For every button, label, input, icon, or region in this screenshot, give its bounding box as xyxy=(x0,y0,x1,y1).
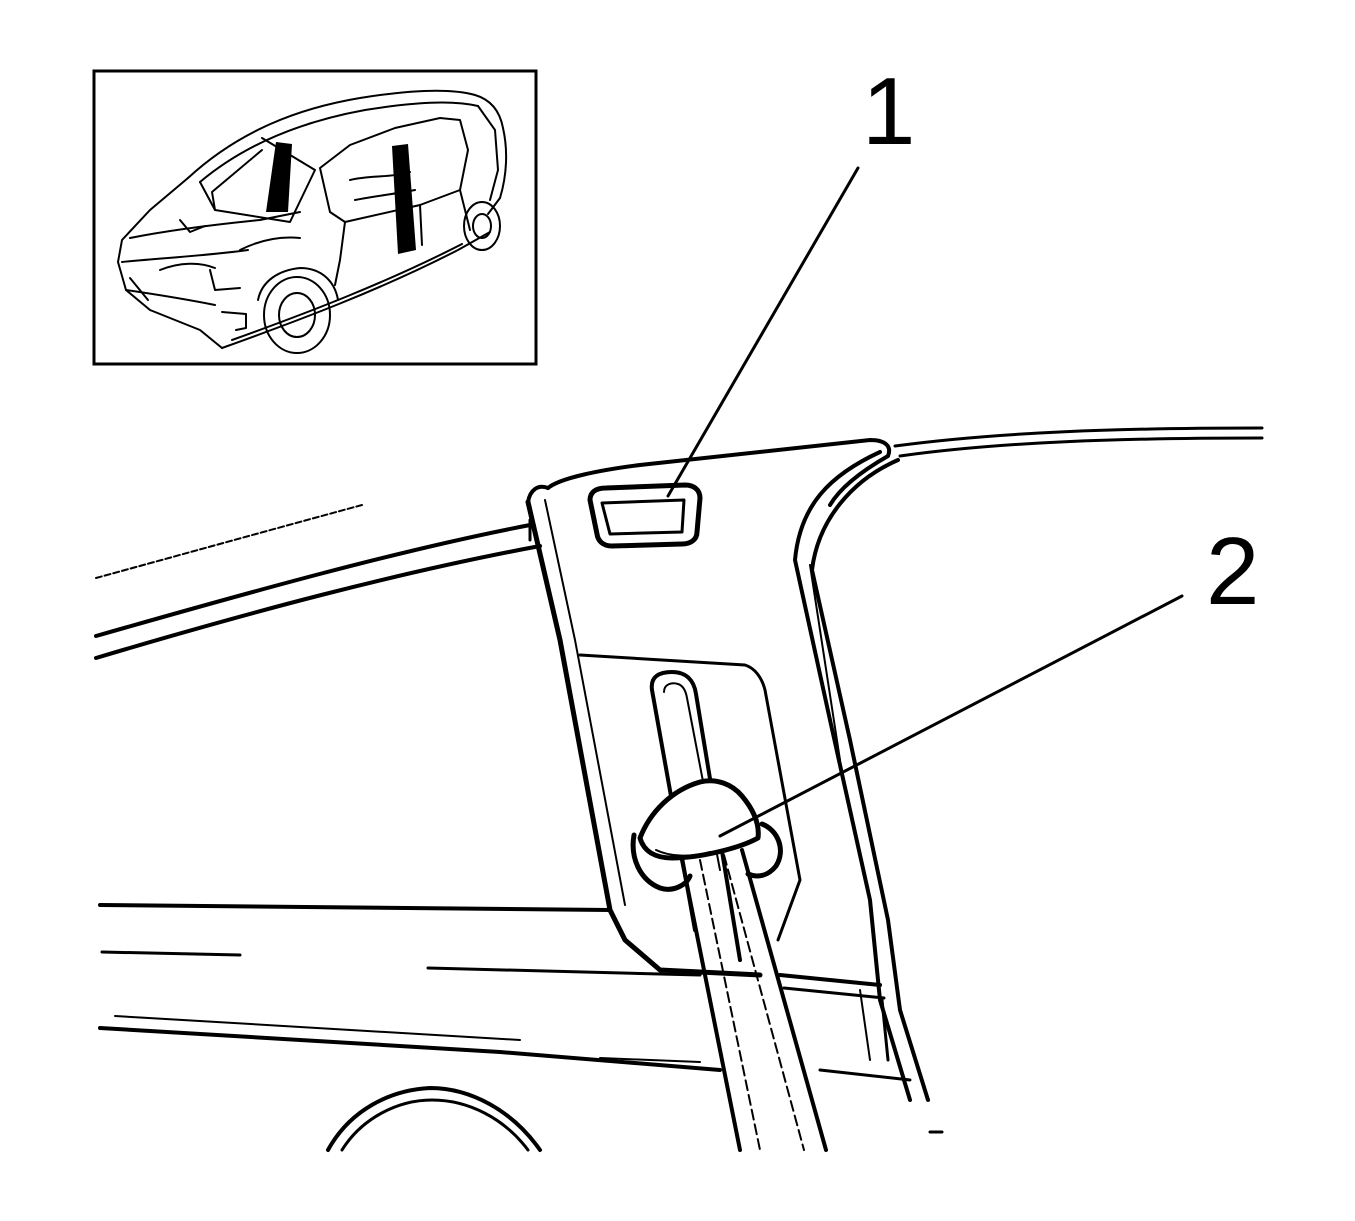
inset-car-outline xyxy=(117,89,508,354)
rear-window-frame xyxy=(793,450,930,1102)
inset-a-pillar-highlight xyxy=(266,142,292,212)
seat-belt-guide xyxy=(630,778,783,892)
door-lower-lines xyxy=(98,903,944,1134)
wheel-arch xyxy=(326,1086,542,1152)
callout-label-1: 1 xyxy=(862,58,915,165)
trim-panel-clip-opening xyxy=(587,482,703,549)
seat-belt-webbing xyxy=(678,848,828,1152)
inset-b-pillar-highlight xyxy=(392,144,416,254)
callout-label-2: 2 xyxy=(1206,518,1259,625)
roof-rail-lines xyxy=(94,426,1264,660)
vehicle-inset xyxy=(92,69,538,366)
callout-2-leader xyxy=(718,594,1184,838)
main-view xyxy=(94,166,1264,1152)
callout-1-leader xyxy=(666,166,860,498)
b-pillar-trim-panel xyxy=(525,438,891,1000)
